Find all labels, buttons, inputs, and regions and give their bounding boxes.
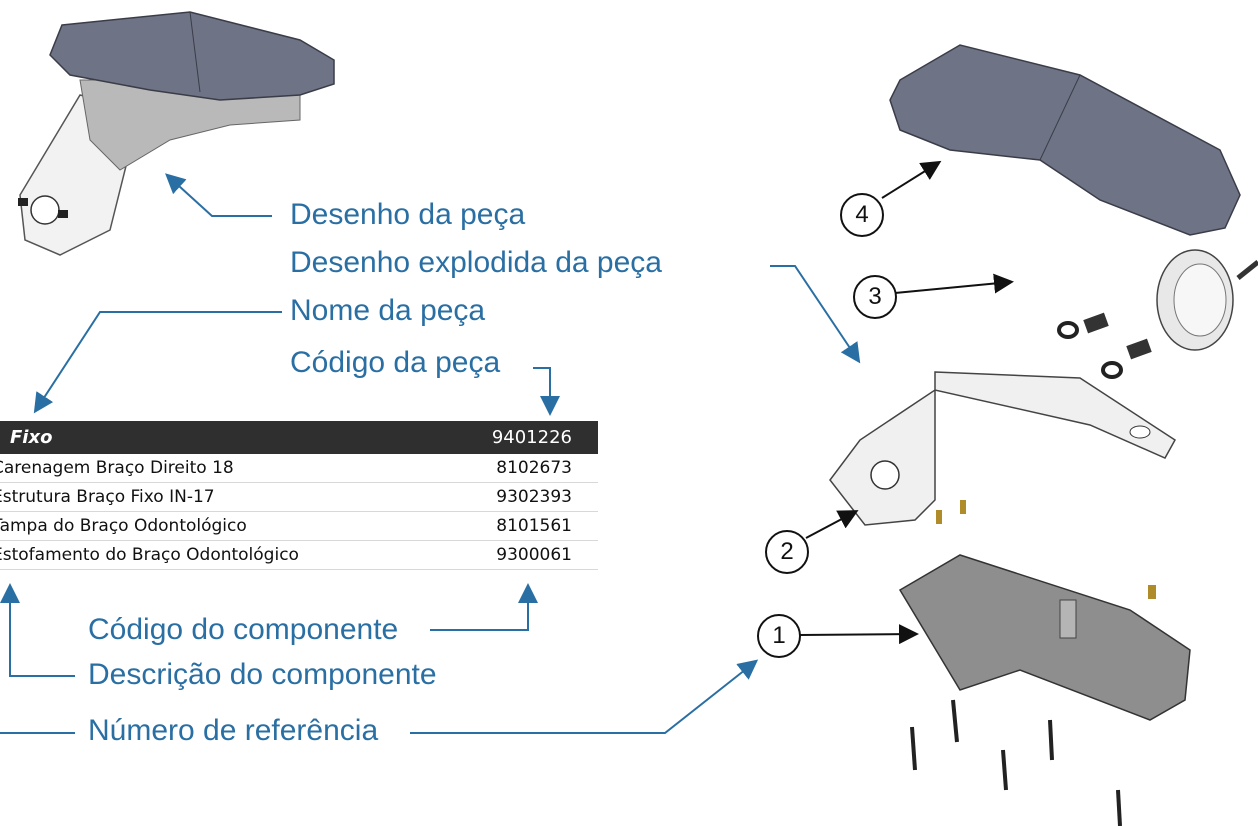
callout-part-drawing: Desenho da peça (290, 198, 526, 231)
parts-table: Fixo 9401226 Carenagem Braço Direito 18 … (0, 421, 598, 570)
callout-component-description: Descrição do componente (88, 658, 437, 691)
bracket-illustration (829, 371, 1176, 526)
assembled-part-illustration (18, 11, 335, 256)
reference-badge-4: 4 (840, 193, 884, 237)
callout-part-code: Código da peça (290, 346, 501, 379)
table-row: Estofamento do Braço Odontológico 930006… (0, 541, 598, 570)
cushion-illustration (889, 44, 1241, 236)
reference-leaders (799, 160, 1014, 645)
callout-exploded-drawing: Desenho explodida da peça (290, 246, 662, 279)
reference-badge-2: 2 (765, 530, 809, 574)
callout-part-name: Nome da peça (290, 294, 486, 327)
component-code: 8101561 (496, 516, 572, 536)
component-code: 9302393 (496, 487, 572, 507)
callout-reference-number: Número de referência (88, 714, 379, 747)
component-description: Estofamento do Braço Odontológico (0, 545, 299, 565)
component-code: 8102673 (496, 458, 572, 478)
reference-badge-3: 3 (853, 275, 897, 319)
table-header: Fixo 9401226 (0, 421, 598, 454)
reference-badge-1: 1 (757, 614, 801, 658)
component-description: Carenagem Braço Direito 18 (0, 458, 234, 478)
table-row: Tampa do Braço Odontológico 8101561 (0, 512, 598, 541)
fairing-illustration (898, 554, 1191, 826)
cover-disc-illustration (1057, 249, 1258, 379)
component-description: Tampa do Braço Odontológico (0, 516, 247, 536)
table-row: Carenagem Braço Direito 18 8102673 (0, 454, 598, 483)
callout-leaders (0, 173, 861, 734)
component-code: 9300061 (496, 545, 572, 565)
callout-component-code: Código do componente (88, 613, 399, 646)
table-row: Estrutura Braço Fixo IN-17 9302393 (0, 483, 598, 512)
part-name: Fixo (10, 427, 53, 448)
component-description: Estrutura Braço Fixo IN-17 (0, 487, 215, 507)
part-code: 9401226 (491, 427, 572, 448)
